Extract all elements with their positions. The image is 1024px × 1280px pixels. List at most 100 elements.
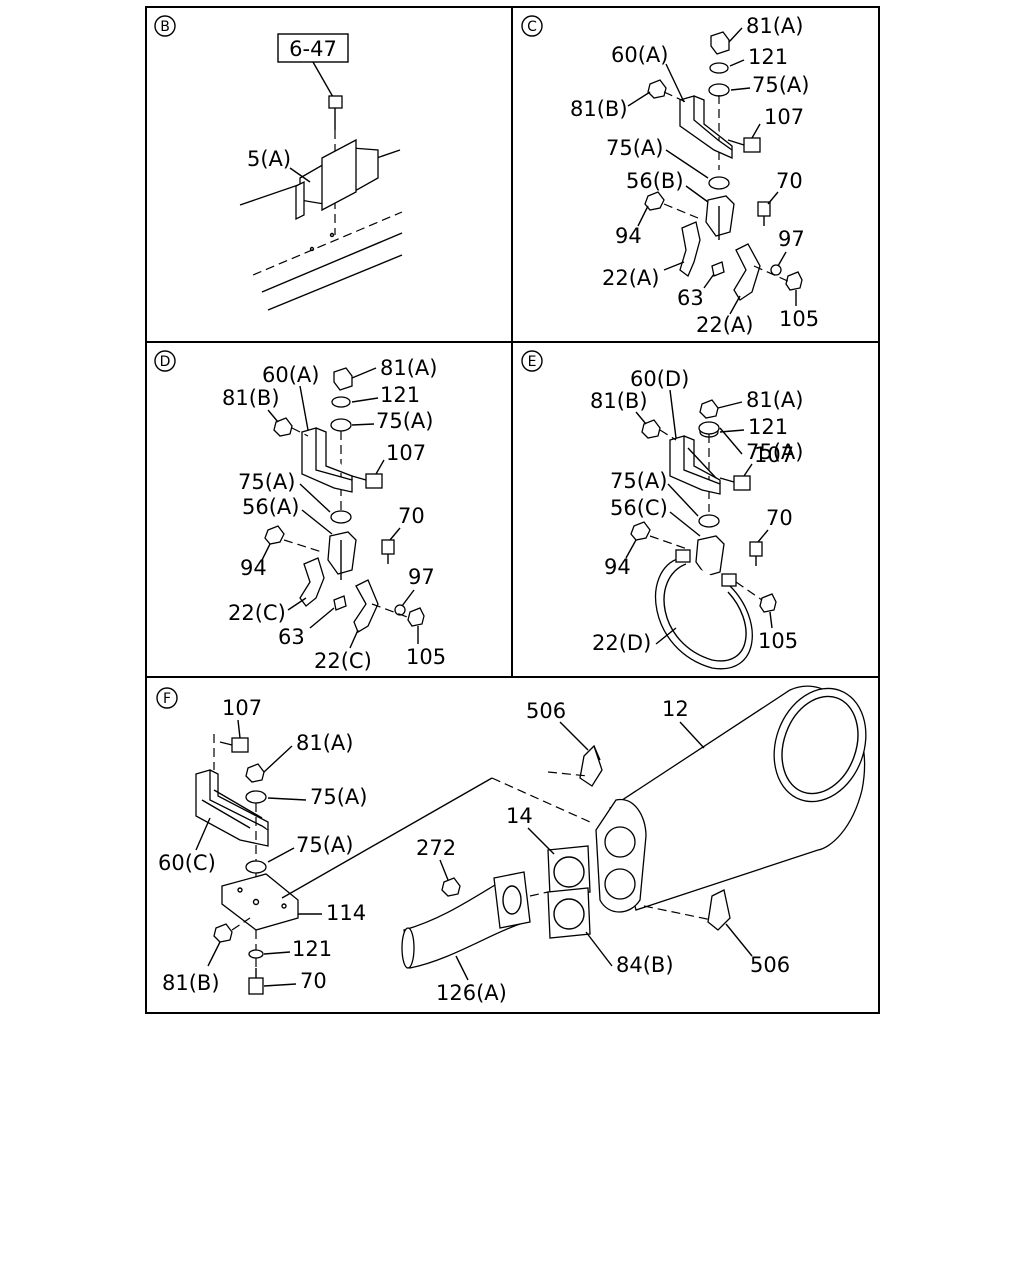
part-number-label: 121 bbox=[748, 45, 788, 69]
nut-105 bbox=[785, 271, 803, 291]
spacer-63 bbox=[333, 595, 347, 611]
nut-81a bbox=[245, 763, 265, 783]
part-number-label: 126(A) bbox=[436, 981, 507, 1005]
bolt-107 bbox=[727, 137, 761, 153]
gasket-14 bbox=[547, 845, 591, 897]
part-number-label: 121 bbox=[748, 415, 788, 439]
panel-marker-letter: F bbox=[163, 691, 171, 707]
part-number-label: 75(A) bbox=[606, 136, 663, 160]
bushing-75a bbox=[330, 418, 352, 432]
reference-box: 6-47 bbox=[277, 33, 349, 63]
hanger-bracket-506-bottom bbox=[707, 889, 731, 931]
part-number-label: 60(C) bbox=[158, 851, 216, 875]
bushing-75a-lower bbox=[245, 860, 267, 874]
bracket-60d bbox=[669, 435, 721, 495]
part-number-label: 63 bbox=[677, 286, 704, 310]
bracket-56a bbox=[327, 531, 357, 580]
part-number-label: 56(B) bbox=[626, 169, 684, 193]
clamp-22c-left bbox=[299, 557, 325, 607]
part-number-label: 22(C) bbox=[314, 649, 372, 673]
part-number-label: 14 bbox=[506, 804, 533, 828]
panel-marker-e: E bbox=[521, 350, 543, 372]
part-number-label: 70 bbox=[398, 504, 425, 528]
panel-marker-letter: B bbox=[160, 19, 170, 35]
washer-121 bbox=[331, 396, 351, 408]
bushing-75a-lower bbox=[330, 510, 352, 524]
part-number-label: 81(B) bbox=[570, 97, 628, 121]
part-number-label: 506 bbox=[750, 953, 790, 977]
part-number-label: 81(B) bbox=[222, 386, 280, 410]
part-number-label: 75(A) bbox=[610, 469, 667, 493]
bracket-56c bbox=[695, 535, 725, 577]
part-number-label: 107 bbox=[222, 696, 262, 720]
part-number-label: 22(C) bbox=[228, 601, 286, 625]
part-number-label: 60(A) bbox=[611, 43, 668, 67]
bolt-part bbox=[328, 95, 343, 130]
gasket-84b bbox=[547, 887, 591, 939]
panel-marker-b: B bbox=[154, 15, 176, 37]
part-number-label: 22(A) bbox=[602, 266, 659, 290]
bracket-60a bbox=[679, 95, 733, 160]
clamp-22a-right bbox=[733, 243, 761, 301]
part-number-label: 121 bbox=[292, 937, 332, 961]
bolt-107 bbox=[219, 737, 249, 753]
part-number-label: 70 bbox=[776, 169, 803, 193]
nut-81b bbox=[213, 923, 233, 943]
clamp-22a-left bbox=[679, 221, 701, 278]
nut-105 bbox=[759, 593, 777, 613]
nut-81a bbox=[333, 367, 353, 391]
part-number-label: 60(D) bbox=[630, 367, 689, 391]
part-number-label: 22(A) bbox=[696, 313, 753, 337]
band-clamp-22d bbox=[655, 549, 753, 670]
part-number-label: 12 bbox=[662, 697, 689, 721]
bushing-75a bbox=[245, 790, 267, 804]
bracket-5a bbox=[295, 138, 379, 252]
reference-label: 6-47 bbox=[289, 37, 337, 61]
washer-121 bbox=[248, 949, 264, 959]
bolt-107 bbox=[719, 475, 751, 491]
part-number-label: 75(A) bbox=[296, 833, 353, 857]
panel-marker-f: F bbox=[156, 687, 178, 709]
part-number-label: 70 bbox=[766, 506, 793, 530]
part-number-label: 75(A) bbox=[376, 409, 433, 433]
nut-81a bbox=[699, 399, 719, 419]
exhaust-pipe-126a bbox=[401, 871, 531, 969]
part-number-label: 75(A) bbox=[238, 470, 295, 494]
part-number-label: 272 bbox=[416, 836, 456, 860]
muffler-12 bbox=[595, 685, 867, 913]
part-number-label: 105 bbox=[758, 629, 798, 653]
part-number-label: 81(A) bbox=[380, 356, 437, 380]
part-number-label: 63 bbox=[278, 625, 305, 649]
washer-97 bbox=[770, 264, 782, 276]
part-number-label: 94 bbox=[604, 555, 631, 579]
bolt-94 bbox=[264, 525, 323, 553]
panel-marker-letter: E bbox=[528, 354, 537, 370]
bushing-75a bbox=[698, 421, 720, 435]
clamp-22c-right bbox=[353, 579, 379, 633]
panel-marker-letter: C bbox=[527, 19, 537, 35]
hanger-bracket-506-top bbox=[579, 744, 603, 787]
part-number-label: 56(C) bbox=[610, 496, 668, 520]
bracket-60c bbox=[195, 769, 269, 847]
part-number-label: 97 bbox=[408, 565, 435, 589]
part-number-label: 107 bbox=[754, 443, 794, 467]
part-number-label: 107 bbox=[764, 105, 804, 129]
panel-c: C bbox=[521, 14, 819, 337]
panel-b: B 6-47 5(A) bbox=[154, 15, 403, 311]
part-number-label: 94 bbox=[615, 224, 642, 248]
nut-81a bbox=[710, 31, 730, 55]
part-number-label: 22(D) bbox=[592, 631, 651, 655]
part-number-label: 506 bbox=[526, 699, 566, 723]
bolt-94 bbox=[630, 521, 691, 551]
bushing-75a-lower bbox=[698, 514, 720, 528]
bolt-94 bbox=[644, 191, 699, 219]
part-number-label: 81(A) bbox=[746, 388, 803, 412]
part-number-label: 105 bbox=[406, 645, 446, 669]
panel-marker-letter: D bbox=[160, 354, 171, 370]
part-number-label: 114 bbox=[326, 901, 366, 925]
part-number-label: 5(A) bbox=[247, 147, 291, 171]
nut-105 bbox=[407, 607, 425, 627]
panel-e: E bbox=[521, 350, 803, 670]
bracket-56b bbox=[705, 195, 735, 240]
